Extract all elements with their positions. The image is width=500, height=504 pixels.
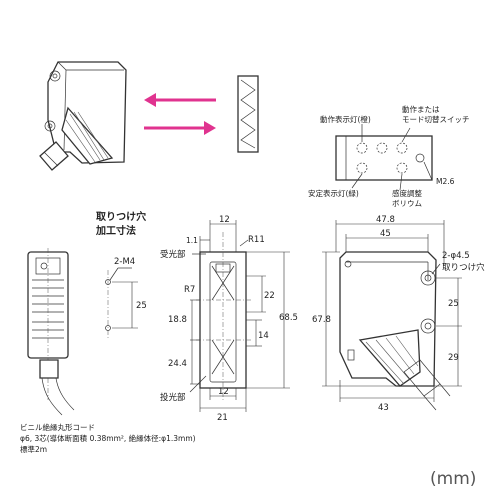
dim-side-678: 67.8 [312, 315, 331, 325]
label-sensitivity: 感度調整 [392, 188, 422, 198]
sensor-perspective [39, 61, 127, 171]
light-arrows [144, 93, 216, 135]
front-view [189, 220, 290, 412]
dim-side-43: 43 [378, 403, 389, 413]
label-operation-indicator: 動作表示灯(橙) [320, 114, 371, 124]
dim-front-22: 22 [264, 291, 275, 301]
dim-side-hole: 2-φ4.5 [442, 251, 470, 261]
cable-note-3: 標準2m [20, 444, 47, 454]
dim-front-12: 12 [219, 215, 230, 225]
mount-pitch: 25 [136, 301, 147, 311]
dim-side-29: 29 [448, 353, 459, 363]
label-emitter: 投光部 [160, 392, 186, 403]
cable-note-1: ビニル絶縁丸形コード [20, 422, 95, 432]
dim-side-478: 47.8 [376, 215, 395, 225]
left-side-view [27, 248, 75, 416]
dim-side-25: 25 [448, 299, 459, 309]
mount-m4: 2-M4 [114, 257, 135, 267]
cable-note-2: φ6, 3芯(導体断面積 0.38mm², 絶縁体径:φ1.3mm) [20, 433, 196, 443]
dim-front-188: 18.8 [168, 315, 187, 325]
label-stability-indicator: 安定表示灯(緑) [308, 188, 359, 198]
label-volume: ボリウム [392, 199, 422, 208]
dim-front-11: 1.1 [186, 236, 198, 245]
dim-side-hole2: 取りつけ穴 [442, 262, 485, 273]
unit-label: (mm) [430, 469, 476, 489]
dim-front-12b: 12 [218, 387, 229, 397]
dim-front-685: 68.5 [279, 313, 298, 323]
dim-front-r11: R11 [248, 235, 265, 245]
reflector [237, 75, 259, 153]
side-view [322, 220, 462, 411]
mount-hole-drawing [105, 267, 138, 340]
dim-front-14: 14 [258, 331, 269, 341]
mount-title-1: 取りつけ穴 [96, 210, 146, 223]
dim-side-45: 45 [380, 229, 391, 239]
mount-title-2: 加工寸法 [95, 224, 136, 237]
top-view [335, 124, 433, 191]
label-m26: M2.6 [436, 177, 455, 186]
label-receiver: 受光部 [160, 249, 186, 260]
label-operation-or: 動作または [402, 104, 440, 114]
dim-front-21: 21 [217, 413, 228, 423]
label-mode-switch: モード切替スイッチ [402, 114, 470, 124]
dim-front-244: 24.4 [168, 359, 187, 369]
dim-front-r7: R7 [184, 285, 195, 295]
